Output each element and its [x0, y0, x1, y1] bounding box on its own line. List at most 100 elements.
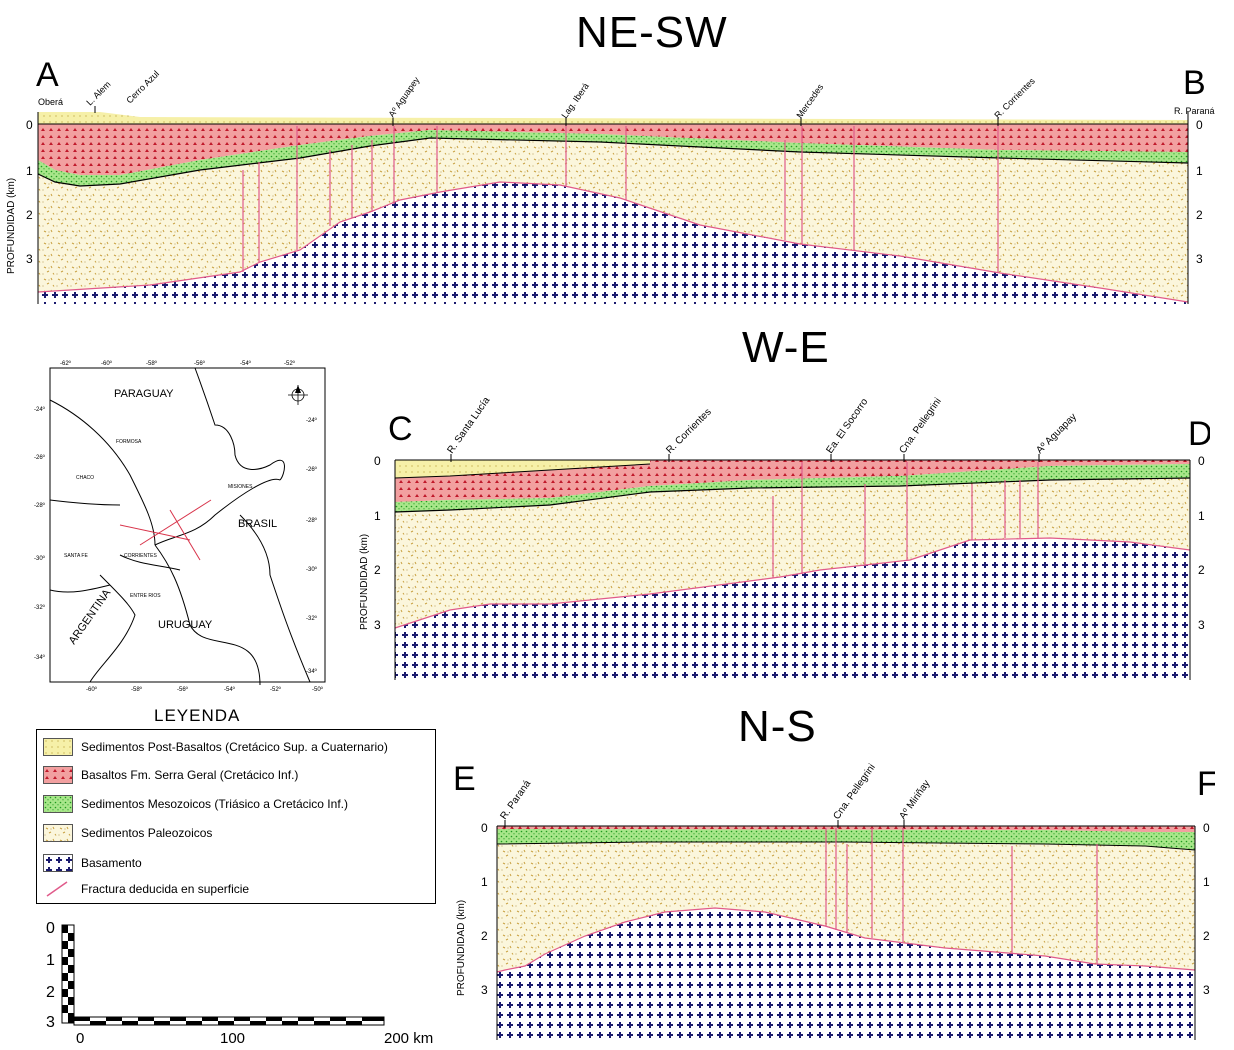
legend-label-fractura: Fractura deducida en superficie [81, 882, 250, 896]
scale-horizontal-0: 0 [76, 1030, 84, 1047]
map-label-corrientes: CORRIENTES [124, 553, 157, 559]
s3-depth-left-1: 1 [481, 875, 488, 889]
layer-post-basaltos [395, 460, 650, 478]
s1-loc-lalem: L. Alem [84, 79, 112, 107]
legend-label-basaltos: Basaltos Fm. Serra Geral (Cretácico Inf.… [81, 768, 299, 782]
s1-depth-right-3: 3 [1196, 252, 1203, 266]
legend: Sedimentos Post-Basaltos (Cretácico Sup.… [36, 729, 436, 904]
layer-paleozoicos [395, 478, 1190, 628]
s1-depth-right-1: 1 [1196, 164, 1203, 178]
s1-loc-obera: Oberá [38, 97, 63, 107]
layer-mesozoicos [38, 130, 1188, 186]
legend-item-basaltos: Basaltos Fm. Serra Geral (Cretácico Inf.… [43, 766, 298, 784]
s2-loc-corrientes: R. Corrientes [664, 407, 713, 456]
cross-section-n-s: E F 0 1 2 3 0 1 2 3 PROFUNDIDAD (km) R. … [453, 760, 1215, 1040]
scale-vertical-1: 1 [46, 952, 55, 969]
s3-depth-left-2: 2 [481, 929, 488, 943]
map-lat-right-0: -24º [306, 417, 318, 424]
s2-depth-right-3: 3 [1198, 618, 1205, 632]
legend-swatch-post-basaltos [43, 738, 73, 756]
legend-swatch-mesozoicos [43, 795, 73, 813]
map-lon-bottom-2: -56º [177, 686, 189, 693]
map-borders [49, 367, 311, 686]
legend-swatch-basamento [43, 854, 73, 872]
legend-label-mesozoicos: Sedimentos Mesozoicos (Triásico a Cretác… [81, 797, 348, 811]
legend-swatch-basaltos [43, 766, 73, 784]
s1-loc-mercedes: Mercedes [794, 82, 825, 121]
map-frame [49, 367, 326, 683]
s1-depth-left-0: 0 [26, 118, 33, 132]
map-lon-top-2: -58º [146, 360, 158, 367]
layer-paleozoicos [38, 138, 1188, 302]
layer-post-basaltos [38, 112, 1188, 126]
map-label-santafe: SANTA FE [64, 553, 88, 559]
s1-depth-left-3: 3 [26, 252, 33, 266]
fractures-w-e [772, 462, 1039, 578]
legend-title: LEYENDA [154, 706, 241, 725]
section-3-title: N-S [738, 702, 817, 751]
s1-loc-aguapey: Aº Aguapey [386, 75, 421, 120]
s1-loc-parana: R. Paraná [1174, 106, 1215, 116]
map-label-brasil: BRASIL [238, 518, 277, 530]
s2-depth-left-2: 2 [374, 563, 381, 577]
map-label-uruguay: URUGUAY [158, 619, 213, 631]
map-lon-bottom-3: -54º [224, 686, 236, 693]
s2-depth-left-1: 1 [374, 509, 381, 523]
map-lon-bottom-4: -52º [270, 686, 282, 693]
s2-depth-left-3: 3 [374, 618, 381, 632]
scale-horizontal-100: 100 [220, 1030, 245, 1047]
map-lon-top-1: -60º [101, 360, 113, 367]
map-lon-top-4: -54º [240, 360, 252, 367]
section-2-start-letter: C [388, 410, 413, 448]
legend-label-post-basaltos: Sedimentos Post-Basaltos (Cretácico Sup.… [81, 740, 388, 754]
scale-horizontal-200: 200 km [384, 1030, 433, 1047]
s3-loc-pellegrini: Cna. Pellegrini [831, 762, 877, 822]
map-label-paraguay: PARAGUAY [114, 388, 174, 400]
s3-depth-right-2: 2 [1203, 929, 1210, 943]
layer-basaltos [497, 826, 1195, 832]
map-lat-left-1: -26º [34, 454, 46, 461]
legend-item-basamento: Basamento [43, 854, 142, 872]
section-1-title: NE-SW [576, 8, 728, 57]
s1-depth-left-2: 2 [26, 208, 33, 222]
scale-vertical-2: 2 [46, 984, 55, 1001]
cross-section-w-e: C D 0 1 2 3 0 1 2 3 PROFUNDIDAD (km) R. … [359, 395, 1210, 680]
legend-label-basamento: Basamento [81, 856, 142, 870]
s1-ylabel: PROFUNDIDAD (km) [6, 178, 17, 274]
map-lat-left-4: -32º [34, 604, 46, 611]
map-lon-top-5: -52º [284, 360, 296, 367]
s3-loc-parana: R. Paraná [498, 778, 533, 822]
s1-loc-ibera: Lag. Iberá [559, 81, 590, 120]
section-2-title: W-E [742, 323, 830, 372]
section-2-end-letter: D [1188, 415, 1210, 453]
location-map: PARAGUAY BRASIL URUGUAY ARGENTINA FORMOS… [34, 360, 326, 693]
s2-depth-right-0: 0 [1198, 454, 1205, 468]
s3-depth-left-3: 3 [481, 983, 488, 997]
fractures-ne-sw [242, 126, 999, 272]
s2-loc-santalucia: R. Santa Lucía [445, 395, 492, 456]
section-3-start-letter: E [453, 760, 476, 798]
map-lat-right-3: -30º [306, 566, 318, 573]
legend-item-post-basaltos: Sedimentos Post-Basaltos (Cretácico Sup.… [43, 738, 388, 756]
s3-depth-right-1: 1 [1203, 875, 1210, 889]
s2-depth-left-0: 0 [374, 454, 381, 468]
map-lon-top-0: -62º [60, 360, 72, 367]
layer-mesozoicos [395, 464, 1190, 512]
map-profile-lines [119, 499, 212, 561]
legend-swatch-fractura [46, 881, 68, 897]
s3-depth-right-3: 3 [1203, 983, 1210, 997]
s3-loc-mirinay: Aº Miriñay [897, 778, 932, 821]
s3-ylabel: PROFUNDIDAD (km) [456, 900, 467, 996]
legend-item-mesozoicos: Sedimentos Mesozoicos (Triásico a Cretác… [43, 795, 348, 813]
s2-depth-right-1: 1 [1198, 509, 1205, 523]
scale-vertical-bar [61, 924, 75, 1024]
scale-vertical-3: 3 [46, 1014, 55, 1031]
map-lat-left-2: -28º [34, 502, 46, 509]
section-1-end-letter: B [1183, 64, 1206, 102]
s1-depth-right-0: 0 [1196, 118, 1203, 132]
s1-loc-corrientes: R. Corrientes [992, 76, 1037, 121]
legend-item-fractura: Fractura deducida en superficie [43, 880, 249, 898]
s1-depth-right-2: 2 [1196, 208, 1203, 222]
scale-vertical-0: 0 [46, 920, 55, 937]
s2-loc-socorro: Ea. El Socorro [824, 396, 870, 455]
